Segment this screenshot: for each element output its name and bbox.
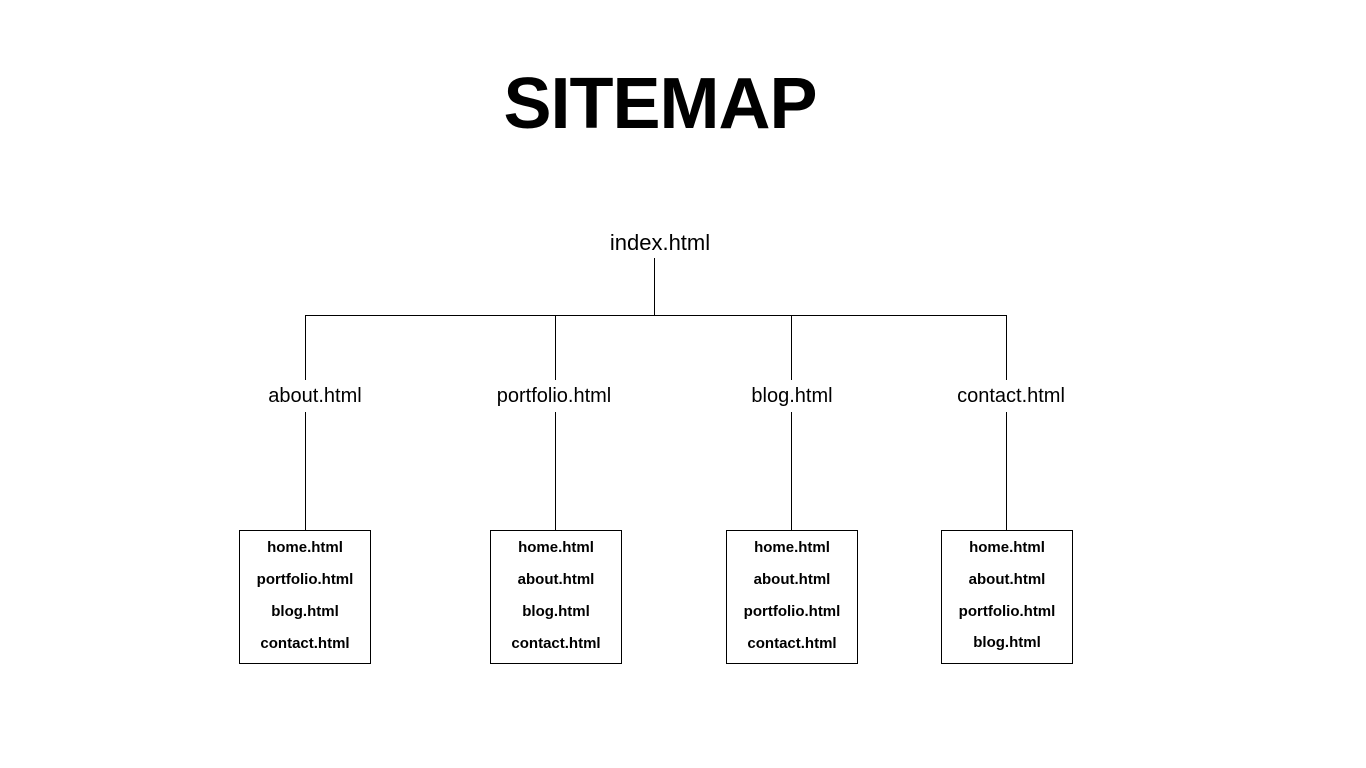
node-blog: blog.html (751, 385, 833, 407)
link-item: about.html (968, 571, 1046, 588)
link-item: contact.html (260, 635, 350, 652)
link-item: contact.html (511, 635, 601, 652)
links-box-portfolio: home.html about.html blog.html contact.h… (490, 530, 622, 664)
links-box-blog: home.html about.html portfolio.html cont… (726, 530, 858, 664)
link-item: about.html (517, 571, 595, 588)
link-item: home.html (267, 539, 343, 556)
link-item: home.html (754, 539, 830, 556)
link-item: blog.html (973, 634, 1041, 651)
page-title: SITEMAP (503, 64, 817, 144)
links-box-contact: home.html about.html portfolio.html blog… (941, 530, 1073, 664)
link-item: home.html (969, 539, 1045, 556)
link-item: contact.html (747, 635, 837, 652)
node-about: about.html (268, 385, 362, 407)
link-item: portfolio.html (256, 571, 354, 588)
node-contact: contact.html (957, 385, 1065, 407)
link-item: portfolio.html (958, 603, 1056, 620)
links-box-about: home.html portfolio.html blog.html conta… (239, 530, 371, 664)
node-portfolio: portfolio.html (496, 385, 612, 407)
node-index: index.html (609, 230, 711, 255)
link-item: blog.html (271, 603, 339, 620)
link-item: home.html (518, 539, 594, 556)
link-item: about.html (753, 571, 831, 588)
link-item: portfolio.html (743, 603, 841, 620)
link-item: blog.html (522, 603, 590, 620)
